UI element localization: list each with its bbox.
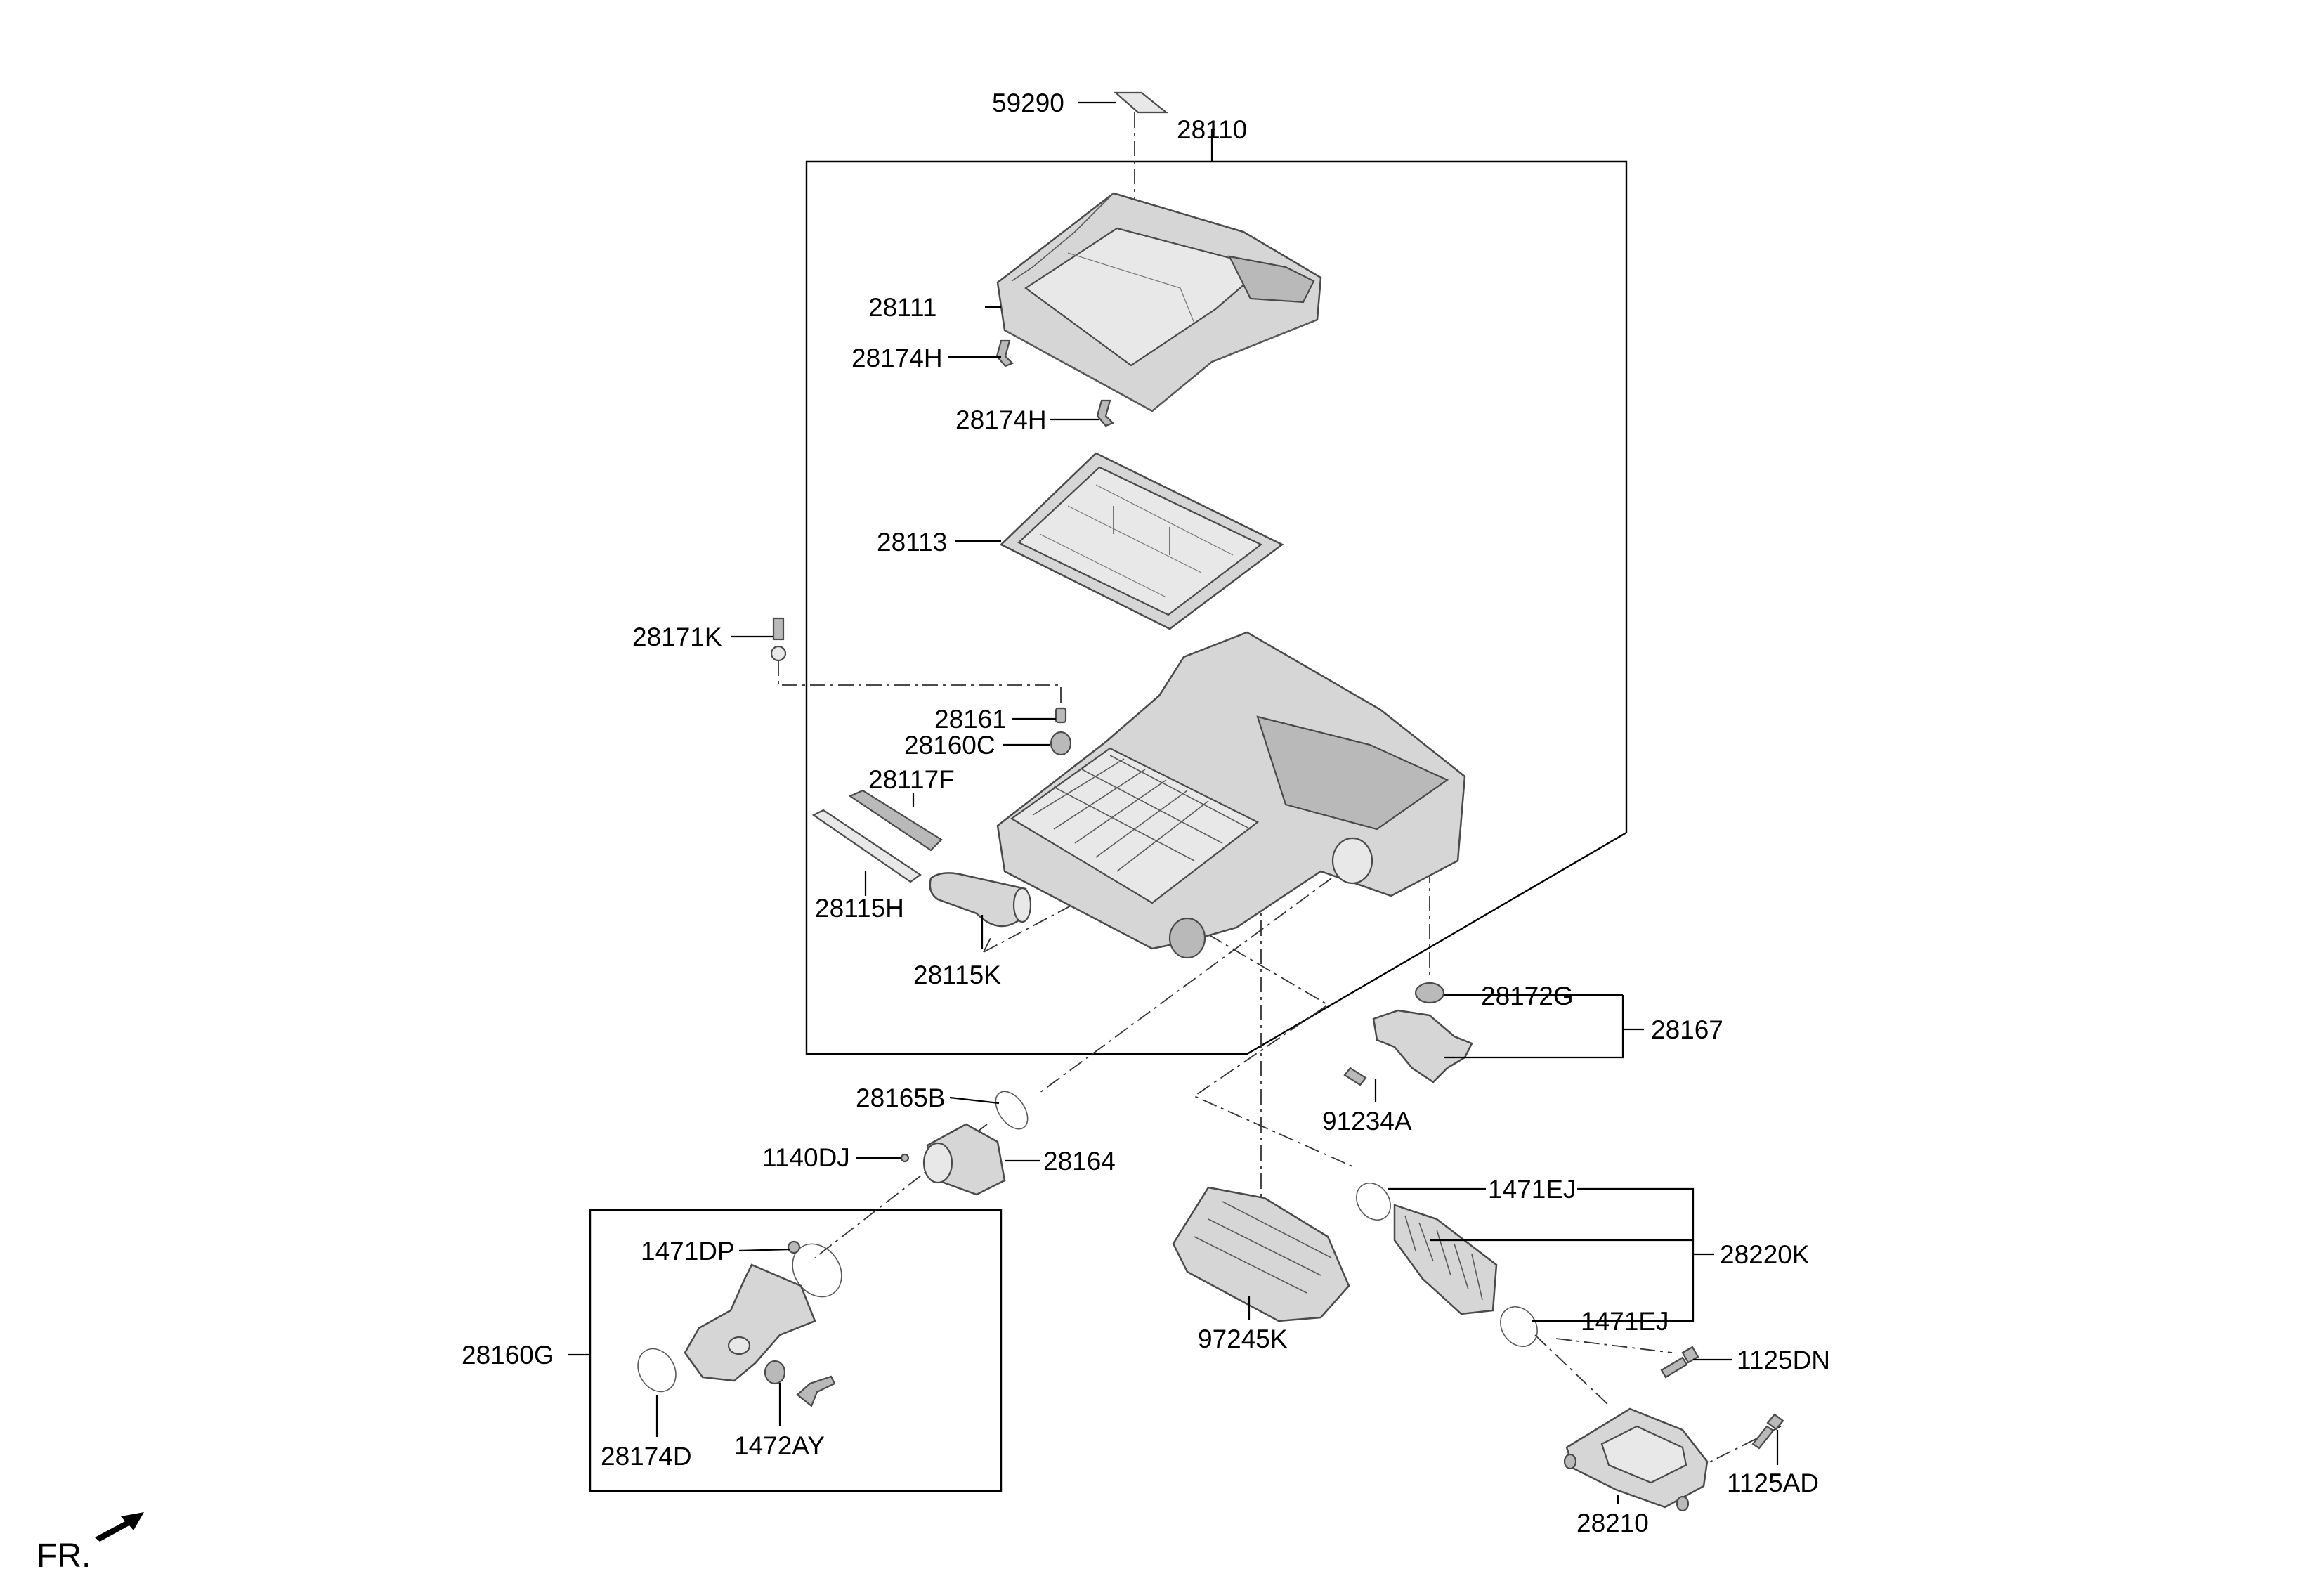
air-filter-element-28113 (999, 452, 1284, 630)
air-cleaner-lower-case (996, 631, 1466, 959)
label-28117F: 28117F (868, 765, 955, 794)
grommet-28161 (1055, 707, 1067, 724)
grommet-28172G (1414, 982, 1445, 1004)
label-28161: 28161 (934, 705, 1007, 734)
bolt-28171K (770, 617, 787, 662)
duct-28115K (929, 872, 1032, 928)
fitting-1472AY (796, 1375, 836, 1407)
seal-28117F (848, 789, 943, 852)
air-flow-sensor-28164 (922, 1123, 1006, 1196)
label-28110: 28110 (1177, 115, 1247, 144)
label-1125AD: 1125AD (1727, 1469, 1819, 1497)
label-1472AY: 1472AY (734, 1431, 825, 1460)
air-intake-hose-28220K (1393, 1204, 1498, 1315)
clip-28174H-b (1096, 399, 1114, 427)
clamp-1471EJ-a (1356, 1183, 1391, 1221)
clamp-1471DP (792, 1243, 842, 1298)
label-28174H-b: 28174H (955, 405, 1047, 434)
clamp-1471EJ-b (1500, 1306, 1538, 1347)
assembly-28110-outline (805, 160, 1628, 1055)
clamp-1471DP-head (787, 1240, 801, 1254)
air-intake-scoop-28210 (1563, 1407, 1709, 1512)
label-plate-59290 (1114, 91, 1169, 114)
seal-28115H (811, 809, 922, 883)
label-97245K: 97245K (1198, 1325, 1288, 1353)
label-28172G: 28172G (1481, 982, 1574, 1010)
resonator-97245K (1172, 1186, 1350, 1322)
label-1471DP: 1471DP (641, 1237, 735, 1265)
label-28115H: 28115H (815, 894, 904, 923)
label-28111: 28111 (868, 293, 936, 322)
label-28160C: 28160C (904, 731, 995, 760)
label-28160G: 28160G (462, 1341, 554, 1369)
label-1140DJ: 1140DJ (762, 1143, 850, 1172)
label-28210: 28210 (1576, 1509, 1649, 1537)
label-28174H-a: 28174H (851, 344, 943, 372)
hose-1472AY (764, 1360, 786, 1385)
label-28171K: 28171K (632, 623, 722, 651)
bolt-1125AD (1751, 1413, 1784, 1450)
grommet-28160C (1050, 731, 1072, 756)
label-1125DN: 1125DN (1737, 1346, 1830, 1374)
bracket-28167 (1372, 1009, 1473, 1083)
label-1471EJ-a: 1471EJ (1488, 1175, 1576, 1204)
label-59290: 59290 (992, 89, 1064, 117)
label-1471EJ-b: 1471EJ (1581, 1307, 1669, 1336)
label-28165B: 28165B (856, 1083, 946, 1112)
air-cleaner-cover-28111 (996, 192, 1322, 412)
label-28164: 28164 (1043, 1147, 1116, 1176)
label-28167: 28167 (1651, 1015, 1723, 1044)
front-direction-arrow-icon (95, 1512, 144, 1542)
label-91234A: 91234A (1322, 1107, 1412, 1135)
screw-1140DJ (900, 1153, 910, 1163)
assembly-28160G-outline (589, 1209, 1003, 1492)
intake-duct-28160G (684, 1263, 816, 1382)
leader-lines (568, 101, 1779, 1504)
clip-28174H-a (995, 339, 1014, 367)
clamp-28174D (637, 1348, 677, 1393)
label-28115K: 28115K (913, 961, 1001, 989)
bolt-1125DN (1660, 1346, 1699, 1379)
label-28113: 28113 (877, 528, 947, 557)
front-direction-label: FR. (37, 1537, 91, 1575)
label-28220K: 28220K (1720, 1240, 1810, 1269)
bolt-91234A (1343, 1067, 1367, 1086)
label-28174D: 28174D (601, 1442, 692, 1471)
gasket-28165B (995, 1091, 1029, 1130)
